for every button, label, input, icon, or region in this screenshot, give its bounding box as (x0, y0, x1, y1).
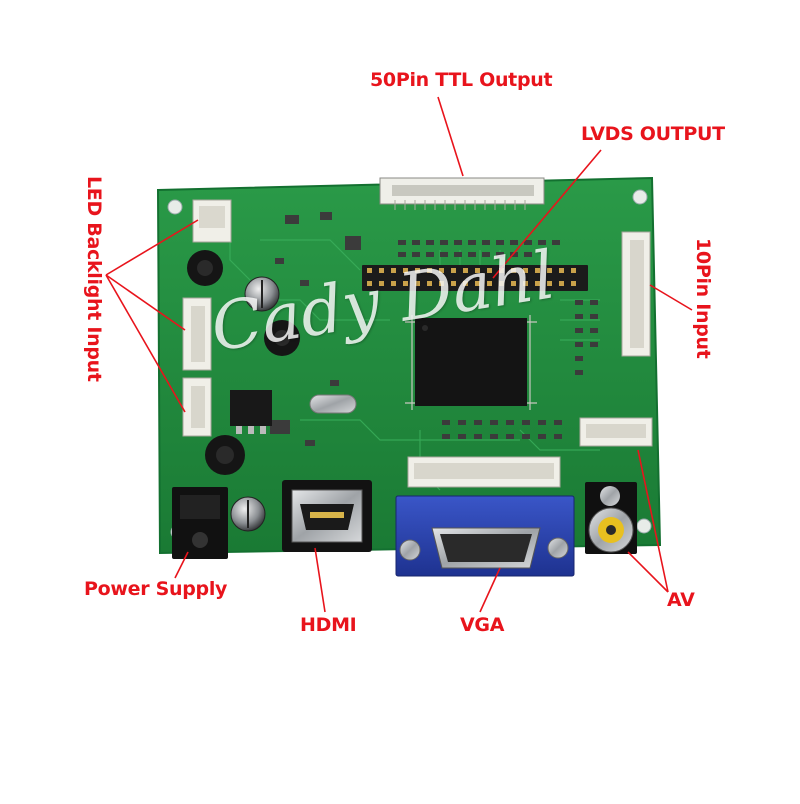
label-av: AV (667, 589, 695, 611)
led-callout-line-1 (105, 219, 199, 276)
label-power-supply: Power Supply (84, 578, 228, 600)
ttl-50pin-connector (379, 177, 545, 210)
led-backlight-connector-side-2 (182, 377, 212, 437)
ten-pin-connector (621, 231, 651, 357)
label-vga: VGA (460, 614, 505, 636)
led-backlight-connector-side-1 (182, 297, 212, 371)
av-callout-line-2 (637, 449, 669, 593)
inductor-1 (187, 250, 223, 286)
wide-header-connector (407, 456, 561, 488)
led-backlight-connector-top (192, 199, 232, 243)
dc-power-jack (172, 487, 228, 559)
label-10pin-input: 10Pin Input (692, 238, 714, 359)
label-lvds-output: LVDS OUTPUT (581, 123, 725, 145)
led-callout-line-2 (105, 274, 186, 331)
label-50pin-ttl-output: 50Pin TTL Output (370, 69, 553, 91)
led-callout-line-3 (105, 274, 186, 413)
voltage-regulator (230, 390, 272, 434)
keypad-connector (579, 417, 653, 447)
hdmi-callout-line (314, 547, 326, 613)
crystal (309, 394, 357, 414)
inductor-3 (264, 320, 300, 356)
vga-callout-line (479, 567, 501, 613)
ten-pin-callout-line (649, 284, 693, 311)
scaler-ic (405, 315, 537, 410)
av-rca-jack (585, 482, 637, 554)
power-callout-line (174, 551, 189, 579)
hdmi-port (282, 480, 372, 552)
callout-lines (105, 96, 693, 613)
lvds-callout-line (492, 149, 602, 279)
ttl-callout-line (437, 96, 464, 177)
smd-components (270, 212, 598, 446)
inductor-2 (205, 435, 245, 475)
electrolytic-capacitor-1 (244, 276, 280, 312)
label-led-backlight-input: LED Backlight Input (83, 176, 105, 382)
electrolytic-capacitor-2 (230, 496, 266, 532)
lvds-pin-header (362, 265, 588, 291)
av-callout-line-1 (627, 551, 669, 593)
label-hdmi: HDMI (300, 614, 357, 636)
vga-port (395, 495, 575, 577)
